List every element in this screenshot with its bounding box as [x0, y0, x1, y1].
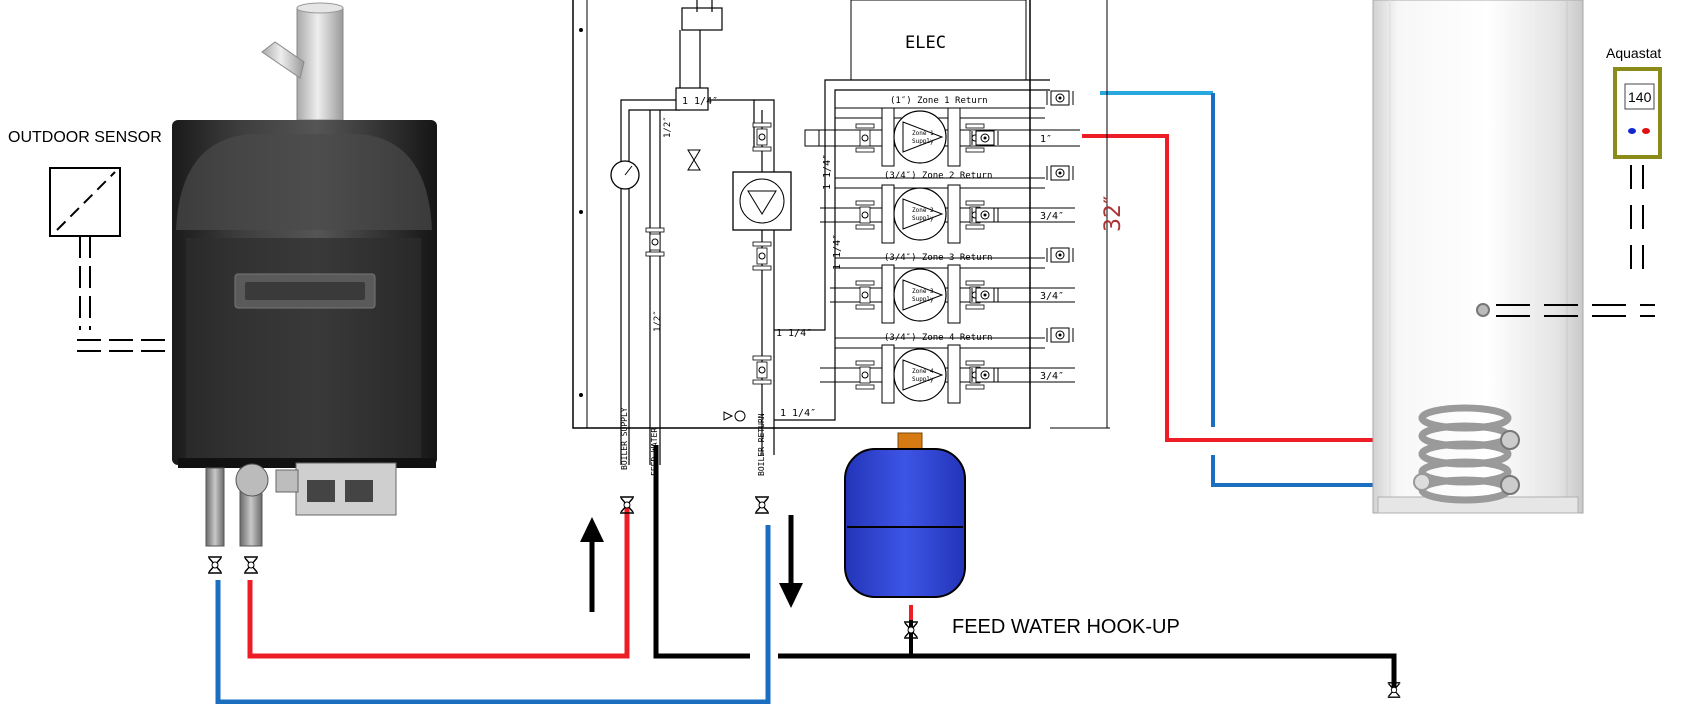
- zone-1-supply-valve[interactable]: [971, 130, 999, 146]
- outdoor-sensor: OUTDOOR SENSOR: [8, 129, 172, 352]
- outdoor-sensor-label: OUTDOOR SENSOR: [8, 129, 162, 146]
- aquastat-display[interactable]: [1624, 83, 1655, 110]
- aquastat-well: [1476, 303, 1490, 317]
- zone-4-return-label: (3/4″) Zone 4 Return: [884, 333, 992, 343]
- boiler-piping: [215, 445, 1397, 704]
- zone-4-return-valve[interactable]: [1046, 327, 1074, 343]
- zone-3-pump-label-2: Supply: [912, 296, 934, 303]
- panel-piping: [620, 0, 1050, 465]
- flue-wye: [261, 41, 305, 79]
- zone-3-return-valve[interactable]: [1046, 247, 1074, 263]
- zone-2-return-label: (3/4″) Zone 2 Return: [884, 171, 992, 181]
- zone-4-pump-label-2: Supply: [912, 376, 934, 383]
- boiler-return-pipe: [215, 525, 771, 704]
- zone-1-pump-label-2: Supply: [912, 138, 934, 145]
- feed-water-label-main: FEED WATER HOOK-UP: [952, 616, 1180, 638]
- zone-3-return-label: (3/4″) Zone 3 Return: [884, 253, 992, 263]
- aquastat-wire: [1496, 165, 1655, 317]
- zone-4-supply-valve[interactable]: [971, 367, 999, 383]
- zone-4-pump-label-1: Zone 4: [912, 368, 934, 375]
- boiler-return-valve[interactable]: [207, 556, 223, 574]
- zone-2-pump-label-2: Supply: [912, 215, 934, 222]
- size-riser-1: 1 1/4″: [822, 154, 833, 190]
- zone-3: (3/4″) Zone 3 Return Zone 3 Supply 3/4″: [830, 247, 1075, 324]
- feed-water-pipe: [653, 445, 1397, 688]
- zone-1-supply-size: 1″: [1040, 134, 1052, 145]
- aquastat-label: Aquastat: [1606, 45, 1661, 61]
- zone-4: (3/4″) Zone 4 Return Zone 4 Supply 3/4″: [820, 327, 1075, 404]
- indirect-water-heater: [1372, 0, 1584, 514]
- aquastat: Aquastat 140: [1496, 45, 1662, 317]
- zone-2-supply-size: 3/4″: [1040, 211, 1064, 222]
- zone-1-return-label: (1″) Zone 1 Return: [890, 96, 988, 106]
- feed-water-label: FEED WATER: [650, 428, 659, 476]
- elec-label: ELEC: [905, 33, 946, 53]
- size-riser-2: 1 1/4″: [832, 234, 843, 270]
- expansion-tank: [844, 432, 966, 639]
- flow-up-arrow: [580, 517, 604, 612]
- elec-box: [850, 0, 1027, 81]
- size-vert-mid: 1/2″: [653, 310, 663, 332]
- boiler-supply-label: BOILER SUPPLY: [620, 407, 629, 470]
- boiler-return-label: BOILER RETURN: [757, 413, 766, 476]
- zone-3-supply-size: 3/4″: [1040, 291, 1064, 302]
- zone-3-pump-label-1: Zone 3: [912, 288, 934, 295]
- tank-supply-pipe: [1082, 134, 1528, 442]
- zone-2-return-valve[interactable]: [1046, 165, 1074, 181]
- sensor-wire: [77, 236, 172, 352]
- zone-1-pump-label-1: Zone 1: [912, 130, 934, 137]
- size-horz-2: 1 1/4″: [780, 408, 816, 419]
- boiler: [172, 2, 437, 574]
- flow-down-arrow: [779, 515, 803, 608]
- size-top: 1 1/4″: [682, 96, 718, 107]
- heat-exchanger-coil: [1418, 404, 1512, 504]
- zone-2-pump-label-1: Zone 2: [912, 207, 934, 214]
- zone-2: (3/4″) Zone 2 Return Zone 2 Supply 3/4″: [820, 165, 1075, 244]
- boiler-pump: [235, 463, 269, 497]
- boiler-supply-valve[interactable]: [243, 556, 259, 574]
- size-horz-1: 1 1/4″: [776, 328, 812, 339]
- zone-3-supply-valve[interactable]: [971, 287, 999, 303]
- height-dimension: 32″: [1101, 196, 1126, 232]
- size-vert-left: 1/2″: [663, 116, 673, 138]
- system-return-valve[interactable]: [754, 496, 770, 514]
- zone-2-supply-valve[interactable]: [971, 207, 999, 223]
- mounting-panel: ELEC 32″ 1 1/4″ 1/2″ 1/2″ 1 1/4″ 1 1/4″ …: [572, 0, 1126, 514]
- zone-1: (1″) Zone 1 Return Zone 1 Supply 1″: [804, 90, 1080, 167]
- boiler-supply-pipe: [247, 508, 630, 659]
- zone-4-supply-size: 3/4″: [1040, 371, 1064, 382]
- aquastat-setting: 140: [1628, 89, 1652, 105]
- zone-1-return-valve[interactable]: [1046, 90, 1074, 106]
